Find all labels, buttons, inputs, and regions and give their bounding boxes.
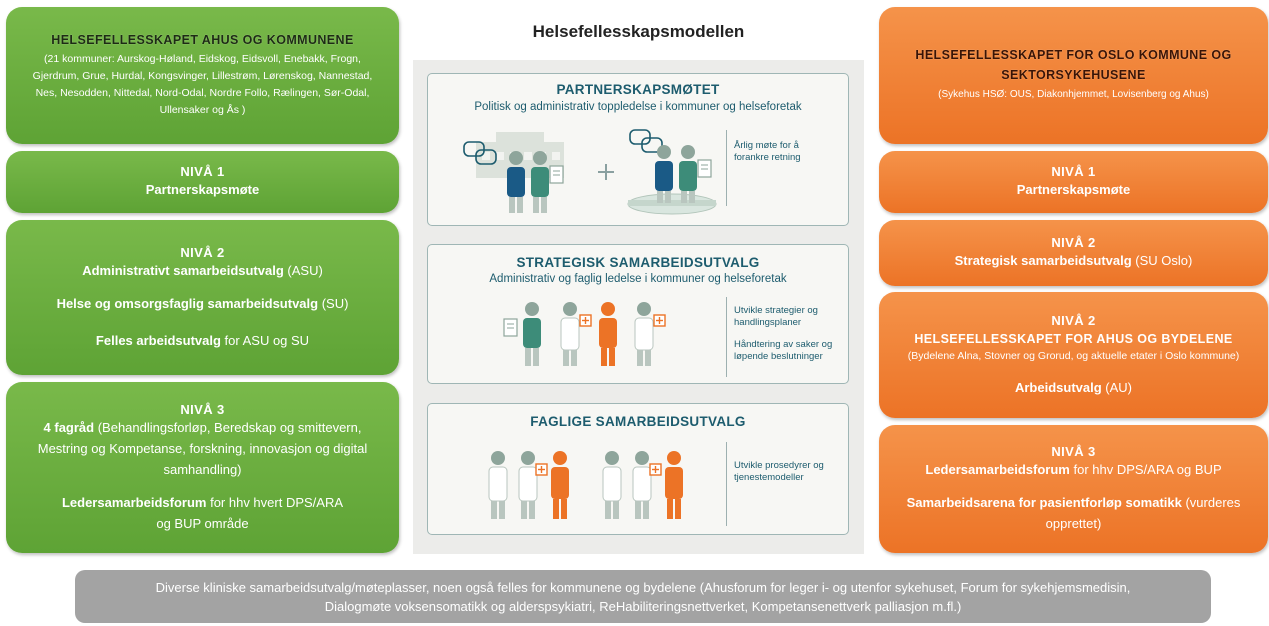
card3-title: FAGLIGE SAMARBEIDSUTVALG — [530, 414, 746, 429]
left-level2-arbeidsutvalg: Felles arbeidsutvalg for ASU og SU — [95, 332, 310, 348]
doctor-icon — [634, 302, 666, 366]
speech-bubble-icon — [463, 141, 497, 165]
right-level3-pasientforlop: Samarbeidsarena for pasientforløp somati… — [906, 495, 1241, 531]
left-level2-box: NIVÅ 2 Administrativt samarbeidsutvalg (… — [6, 220, 399, 375]
right-header-hospitals: (Sykehus HSØ: OUS, Diakonhjemmet, Lovise… — [938, 89, 1209, 100]
card3-divider — [726, 442, 727, 526]
doctor-icon — [632, 451, 662, 519]
document-icon — [549, 165, 564, 184]
center-heading: Helsefellesskapsmodellen — [532, 22, 745, 41]
card1-title: PARTNERSKAPSMØTET — [556, 82, 720, 97]
table-icon — [627, 193, 717, 215]
card2-subtitle: Administrativ og faglig ledelse i kommun… — [489, 273, 787, 285]
right-level2a-su-oslo: Strategisk samarbeidsutvalg (SU Oslo) — [954, 253, 1193, 268]
doctor-icon — [602, 451, 622, 519]
person-icon — [551, 451, 569, 519]
person-icon — [599, 302, 617, 366]
right-level3-box: NIVÅ 3 Ledersamarbeidsforum for hhv DPS/… — [879, 425, 1268, 553]
right-level2b-districts: (Bydelene Alna, Stovner og Grorud, og ak… — [907, 349, 1240, 362]
card1-illustration — [463, 129, 717, 215]
card-faglige: FAGLIGE SAMARBEIDSUTVALG Utvikle prosedy… — [427, 403, 849, 535]
document-icon — [503, 318, 518, 337]
left-level3-ledersamarbeid: Ledersamarbeidsforum for hhv hvert DPS/A… — [61, 494, 344, 531]
left-level1-label: NIVÅ 1 — [180, 164, 225, 179]
card2-title: STRATEGISK SAMARBEIDSUTVALG — [516, 255, 760, 270]
card2-illustration — [503, 302, 666, 366]
speech-bubble-icon — [629, 129, 663, 153]
right-header-title-line2: SEKTORSYKEHUSENE — [1001, 68, 1146, 82]
left-level2-su: Helse og omsorgsfaglig samarbeidsutvalg … — [56, 295, 349, 311]
card2-divider — [726, 297, 727, 377]
right-level2b-title: HELSEFELLESSKAPET FOR AHUS OG BYDELENE — [914, 331, 1233, 346]
right-level2b-label: NIVÅ 2 — [1051, 312, 1096, 328]
bottom-line2: Dialogmøte voksensomatikk og alderspsyki… — [324, 598, 962, 614]
doctor-icon — [518, 451, 548, 519]
person-icon — [665, 451, 683, 519]
left-level2-asu: Administrativt samarbeidsutvalg (ASU) — [82, 262, 323, 278]
card1-subtitle: Politisk og administrativ toppledelse i … — [474, 101, 802, 113]
left-level3-fagrad: 4 fagråd (Behandlingsforløp, Beredskap o… — [37, 419, 368, 477]
right-header-title-line1: HELSEFELLESSKAPET FOR OSLO KOMMUNE OG — [915, 48, 1232, 62]
card-strategisk: STRATEGISK SAMARBEIDSUTVALG Administrati… — [427, 244, 849, 384]
left-level2-label: NIVÅ 2 — [180, 244, 225, 260]
person-icon — [531, 151, 549, 213]
plus-icon — [598, 164, 614, 180]
card1-divider — [726, 130, 727, 206]
bottom-clinical-forums: Diverse kliniske samarbeidsutvalg/møtepl… — [75, 570, 1211, 623]
right-level1-text: Partnerskapsmøte — [1016, 182, 1131, 197]
right-header-box: HELSEFELLESSKAPET FOR OSLO KOMMUNE OG SE… — [879, 7, 1268, 144]
person-icon — [679, 145, 697, 203]
left-header-box: HELSEFELLESSKAPET AHUS OG KOMMUNENE (21 … — [6, 7, 399, 144]
right-level2b-box: NIVÅ 2 HELSEFELLESSKAPET FOR AHUS OG BYD… — [879, 292, 1268, 418]
left-header-title: HELSEFELLESSKAPET AHUS OG KOMMUNENE — [51, 32, 354, 47]
right-level1-box: NIVÅ 1 Partnerskapsmøte — [879, 151, 1268, 213]
document-icon — [697, 159, 712, 178]
person-icon — [507, 151, 525, 213]
bottom-line1: Diverse kliniske samarbeidsutvalg/møtepl… — [155, 579, 1131, 595]
right-level2a-box: NIVÅ 2 Strategisk samarbeidsutvalg (SU O… — [879, 220, 1268, 286]
doctor-icon — [560, 302, 592, 366]
card-partnerskapsmotet: PARTNERSKAPSMØTET Politisk og administra… — [427, 73, 849, 226]
person-icon — [523, 302, 541, 366]
left-level3-label: NIVÅ 3 — [180, 401, 225, 417]
right-level1-label: NIVÅ 1 — [1051, 164, 1096, 179]
right-level3-ledersamarbeid: Ledersamarbeidsforum for hhv DPS/ARA og … — [925, 462, 1222, 477]
right-level3-label: NIVÅ 3 — [1051, 444, 1096, 459]
left-level3-box: NIVÅ 3 4 fagråd (Behandlingsforløp, Bere… — [6, 382, 399, 553]
right-level2a-label: NIVÅ 2 — [1051, 235, 1096, 250]
left-level1-text: Partnerskapsmøte — [145, 182, 260, 197]
doctor-icon — [488, 451, 508, 519]
right-level2b-arbeidsutvalg: Arbeidsutvalg (AU) — [1014, 379, 1133, 395]
left-level1-box: NIVÅ 1 Partnerskapsmøte — [6, 151, 399, 213]
card3-illustration — [488, 451, 683, 519]
left-header-municipalities: (21 kommuner: Aurskog-Høland, Eidskog, E… — [32, 52, 373, 116]
person-icon — [655, 145, 673, 203]
